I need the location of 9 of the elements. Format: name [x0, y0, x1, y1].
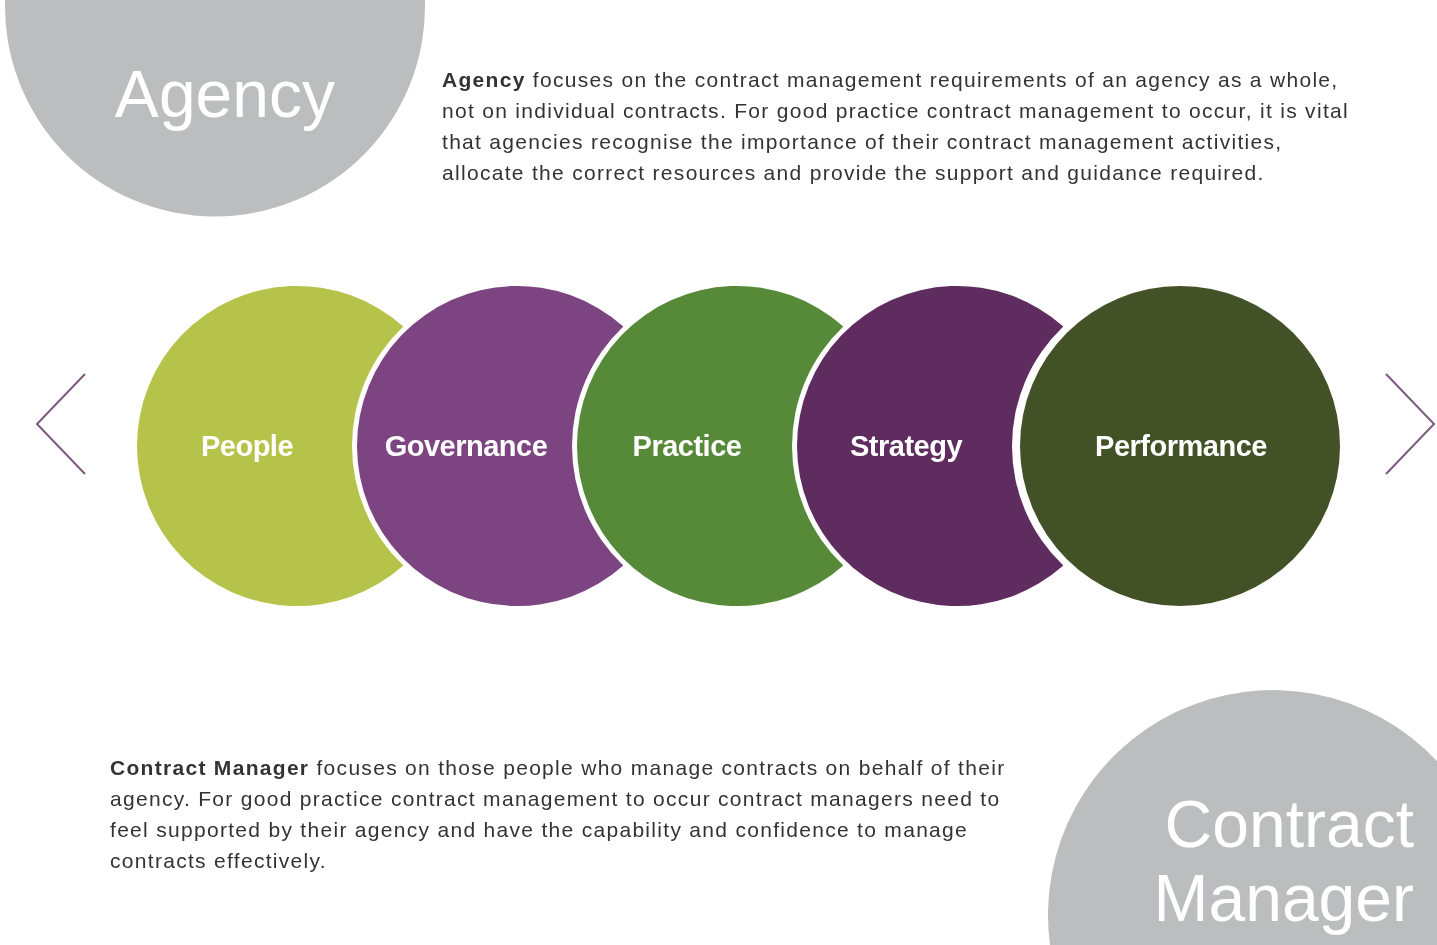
circle-label: Contract Manager	[1153, 787, 1414, 936]
circle-label: Strategy	[850, 429, 962, 462]
circle-label: Performance	[1095, 429, 1267, 462]
circle-label: People	[200, 429, 294, 462]
circle-label: Governance	[384, 429, 548, 462]
description-paragraph: Agency focuses on the contract management requirements of an agency as a whole, not on individual contracts. For good practice contract management to occur, it is vital that agencies recognise the importance of their contract management activities, allocate the correct resources and provide the support and guidance required.	[442, 67, 1350, 186]
circle-label: Practice	[632, 429, 742, 462]
description-paragraph: Contract Manager focuses on those people who manage contracts on behalf of their agency. For good practice contract management to occur contract managers need to feel supported by their agency and have the capability and confidence to manage contracts effectively.	[110, 755, 1007, 874]
circle-label: Agency	[114, 57, 335, 132]
